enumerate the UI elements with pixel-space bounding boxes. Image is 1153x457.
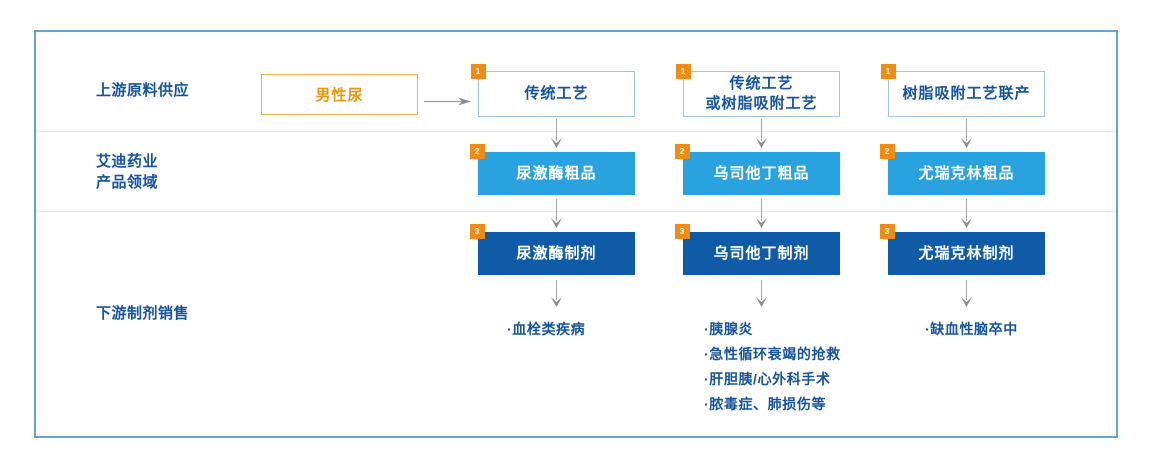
outcome-list-col1: ·血栓类疾病 — [507, 317, 585, 342]
step-badge-3: 3 — [880, 224, 895, 239]
process-box-col3-row3[interactable]: 3 尤瑞克林制剂 — [880, 224, 1045, 275]
outcome-item: ·血栓类疾病 — [507, 321, 586, 337]
process-box-col2-row1[interactable]: 1 传统工艺 或树脂吸附工艺 — [676, 64, 840, 117]
outcome-item: ·急性循环衰竭的抢救 — [704, 346, 841, 362]
band-divider-upper — [36, 131, 1116, 132]
band-divider-lower — [36, 211, 1116, 212]
process-box-col2-row3-label: 乌司他丁制剂 — [713, 244, 810, 262]
outcome-item: ·胰腺炎 — [704, 321, 754, 337]
process-box-col1-row1[interactable]: 1 传统工艺 — [471, 64, 635, 117]
process-box-col3-row2[interactable]: 2 尤瑞克林粗品 — [880, 144, 1045, 195]
arrow-col1-row3-to-outcomes — [550, 280, 563, 308]
step-badge-1: 1 — [471, 64, 486, 79]
arrow-col3-row1-to-row2 — [960, 119, 973, 149]
step-badge-3: 3 — [470, 224, 485, 239]
band-label-products: 艾迪药业 产品领域 — [96, 153, 159, 191]
process-box-col1-row2[interactable]: 2 尿激酶粗品 — [470, 144, 635, 195]
outcome-list-col2: ·胰腺炎 ·急性循环衰竭的抢救 ·肝胆胰/心外科手术 ·脓毒症、肺损伤等 — [704, 317, 841, 417]
process-box-col1-row3[interactable]: 3 尿激酶制剂 — [470, 224, 635, 275]
arrow-col3-row3-to-outcomes — [960, 280, 973, 308]
arrow-col1-row1-to-row2 — [550, 119, 563, 149]
step-badge-2: 2 — [880, 144, 895, 159]
outcome-list-col3: ·缺血性脑卒中 — [925, 317, 1018, 342]
step-badge-1: 1 — [881, 64, 896, 79]
arrow-source-to-column1 — [424, 93, 472, 106]
process-box-col1-row1-label: 传统工艺 — [524, 85, 589, 102]
outcome-item: ·肝胆胰/心外科手术 — [704, 371, 831, 387]
process-box-col3-row2-label: 尤瑞克林粗品 — [918, 164, 1015, 182]
process-box-col3-row1-label: 树脂吸附工艺联产 — [902, 85, 1031, 102]
arrow-col2-row2-to-row3 — [755, 199, 768, 229]
step-badge-3: 3 — [675, 224, 690, 239]
step-badge-2: 2 — [675, 144, 690, 159]
arrow-col2-row1-to-row2 — [755, 119, 768, 149]
process-box-col2-row1-label: 传统工艺 或树脂吸附工艺 — [705, 75, 818, 112]
step-badge-2: 2 — [470, 144, 485, 159]
band-label-downstream: 下游制剂销售 — [96, 305, 190, 322]
arrow-col3-row2-to-row3 — [960, 199, 973, 229]
process-box-col2-row3[interactable]: 3 乌司他丁制剂 — [675, 224, 840, 275]
arrow-col1-row2-to-row3 — [550, 199, 563, 229]
process-box-col3-row1[interactable]: 1 树脂吸附工艺联产 — [881, 64, 1045, 117]
outcome-item: ·脓毒症、肺损伤等 — [704, 396, 827, 412]
process-box-col1-row3-label: 尿激酶制剂 — [516, 244, 597, 262]
process-box-col2-row2[interactable]: 2 乌司他丁粗品 — [675, 144, 840, 195]
outcome-item: ·缺血性脑卒中 — [925, 321, 1018, 337]
arrow-col2-row3-to-outcomes — [755, 280, 768, 308]
band-label-upstream: 上游原料供应 — [96, 82, 190, 99]
step-badge-1: 1 — [676, 64, 691, 79]
process-box-col3-row3-label: 尤瑞克林制剂 — [918, 244, 1015, 262]
process-box-col2-row2-label: 乌司他丁粗品 — [713, 164, 810, 182]
process-box-col1-row2-label: 尿激酶粗品 — [516, 164, 597, 182]
source-box-male-urine: 男性尿 — [261, 74, 418, 115]
